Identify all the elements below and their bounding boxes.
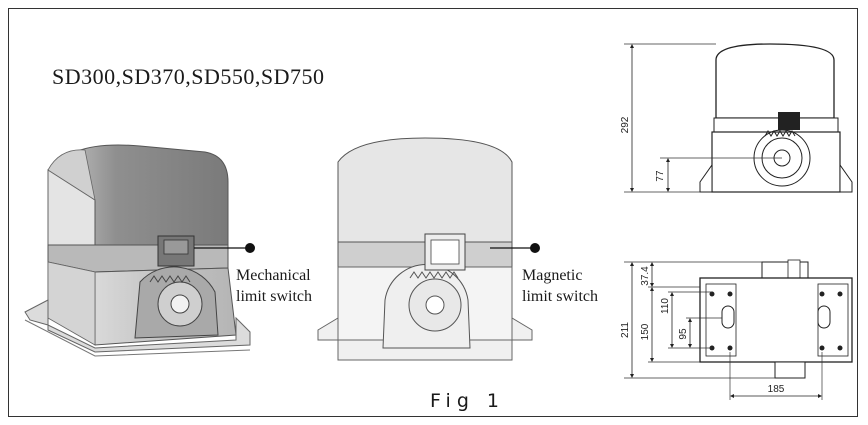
motor-mechanical [24,144,255,357]
dim-211-label: 211 [620,322,631,338]
dim-110-label: 110 [660,298,671,314]
mechanical-label-line2: limit switch [236,288,312,305]
mechanical-label-line1: Mechanical [236,267,311,284]
model-list-title: SD300,SD370,SD550,SD750 [52,64,325,89]
mechanical-limit-switch-label: Mechanical limit switch [236,265,312,307]
figure-caption: Fig 1 [430,390,506,412]
dim-185-label: 185 [768,384,785,395]
magnetic-limit-switch-label: Magnetic limit switch [522,265,598,307]
motor-magnetic [317,137,540,361]
dim-37-4-label: 37.4 [640,266,651,286]
dim-77-label: 77 [655,170,666,182]
figure-frame [8,8,858,417]
dim-292-label: 292 [620,116,631,133]
front-view-drawing [624,43,853,193]
dim-95-label: 95 [678,328,689,340]
dim-150-label: 150 [640,323,651,340]
top-view-drawing [624,259,853,400]
magnetic-label-line2: limit switch [522,288,598,305]
magnetic-label-line1: Magnetic [522,267,583,284]
